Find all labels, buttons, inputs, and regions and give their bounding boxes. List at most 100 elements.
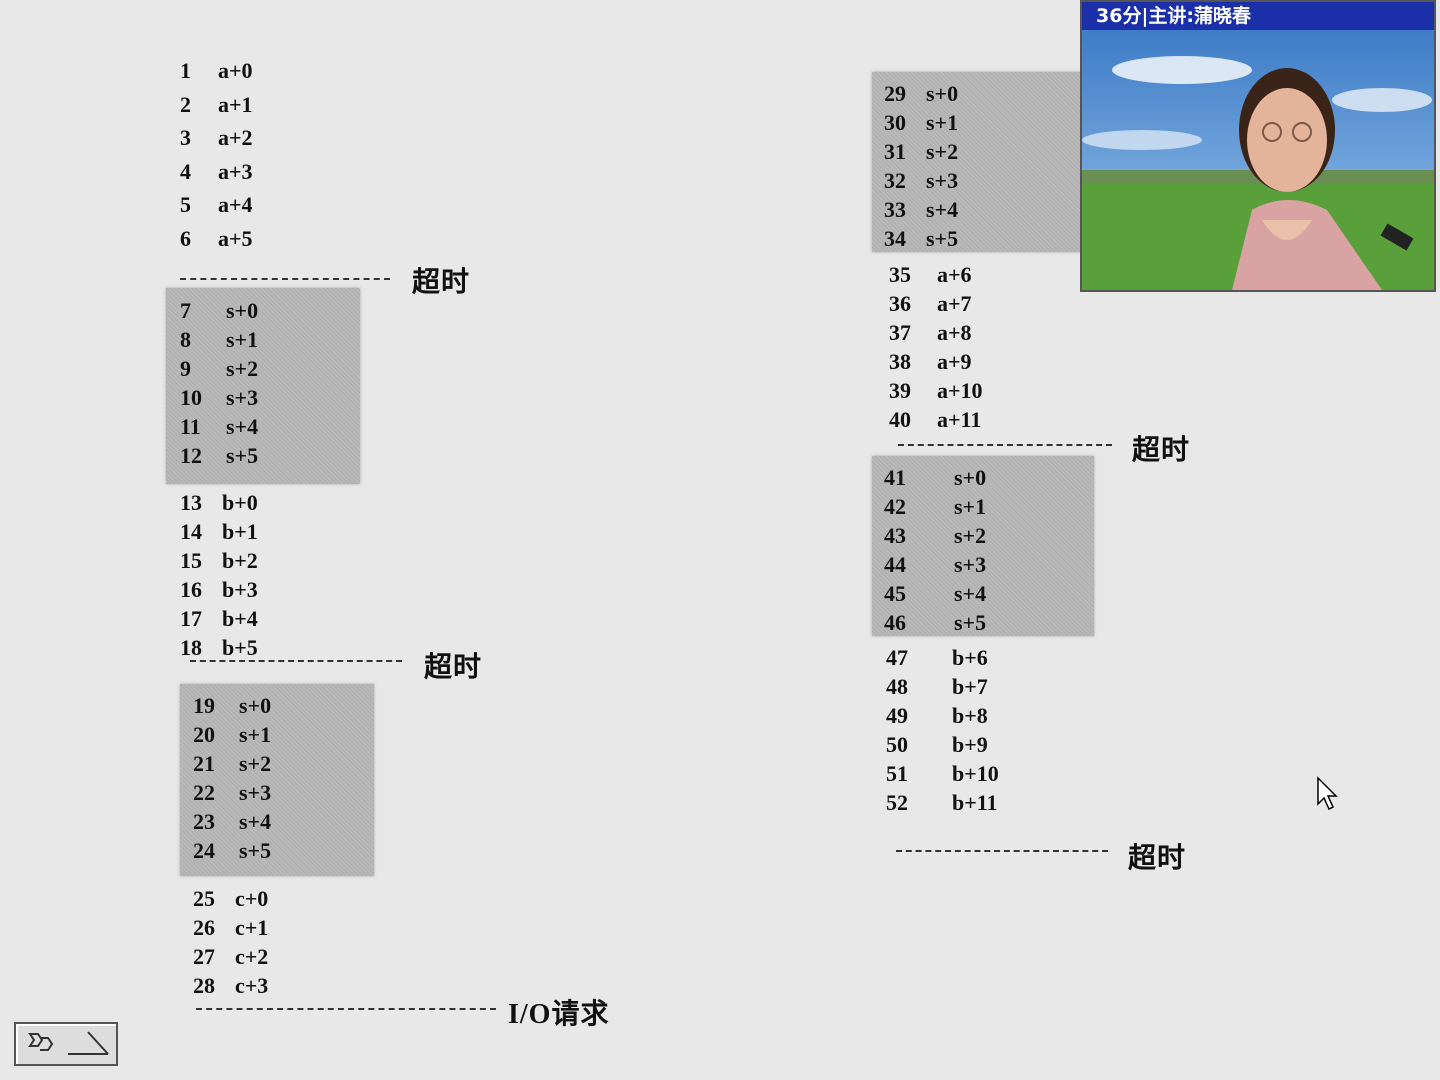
timeout-label-4: 超时: [1128, 841, 1187, 874]
timeout-label-1: 超时: [412, 265, 471, 298]
page-address: b+2: [222, 548, 258, 573]
page-address: s+2: [239, 751, 272, 776]
sequence-number: 9: [180, 356, 191, 381]
timeout-divider-1: [180, 278, 390, 280]
sequence-number: 52: [886, 790, 908, 815]
page-address: s+3: [926, 168, 959, 193]
sequence-number: 11: [180, 414, 201, 439]
sequence-number: 32: [884, 168, 906, 193]
sequence-number: 38: [889, 349, 911, 374]
io-request-divider: [196, 1008, 496, 1010]
sequence-number: 34: [884, 226, 906, 251]
page-address: a+6: [937, 262, 972, 287]
page-address: s+0: [926, 81, 959, 106]
sequence-number: 13: [180, 490, 202, 515]
sequence-number: 39: [889, 378, 911, 403]
sequence-number: 40: [889, 407, 911, 432]
sequence-number: 20: [193, 722, 215, 747]
sequence-number: 14: [180, 519, 202, 544]
page-address: b+5: [222, 635, 258, 660]
video-title: 36分|主讲:蒲晓春: [1082, 2, 1434, 30]
page-address: a+5: [218, 226, 253, 251]
slide-nav-icon: [28, 1031, 109, 1055]
sequence-number: 5: [180, 192, 191, 217]
sequence-number: 26: [193, 915, 215, 940]
page-address: s+0: [239, 693, 272, 718]
timeout-divider-2: [190, 660, 402, 662]
page-address: s+4: [226, 414, 259, 439]
page-address: s+5: [926, 226, 959, 251]
timeout-label-2: 超时: [424, 650, 483, 683]
lecturer-video-panel: 36分|主讲:蒲晓春: [1080, 0, 1436, 292]
io-request-label: I/O请求: [508, 999, 610, 1030]
page-address: a+7: [937, 291, 972, 316]
sequence-number: 2: [180, 92, 191, 117]
page-address: a+11: [937, 407, 982, 432]
page-address: s+2: [926, 139, 959, 164]
page-address: s+0: [954, 465, 987, 490]
sequence-number: 8: [180, 327, 191, 352]
sequence-number: 25: [193, 886, 215, 911]
page-address: s+4: [239, 809, 272, 834]
shaded-block-s-3: [872, 72, 1082, 252]
sequence-number: 24: [193, 838, 215, 863]
timeout-divider-3: [898, 444, 1112, 446]
page-address: s+3: [954, 552, 987, 577]
page-address: c+0: [235, 886, 269, 911]
page-address: b+1: [222, 519, 258, 544]
page-address: a+8: [937, 320, 972, 345]
page-address: a+4: [218, 192, 253, 217]
page-address: b+4: [222, 606, 258, 631]
sequence-number: 1: [180, 58, 191, 83]
page-address: b+10: [952, 761, 999, 786]
page-address: b+3: [222, 577, 258, 602]
page-address: c+2: [235, 944, 269, 969]
page-address: a+9: [937, 349, 972, 374]
page-address: s+1: [926, 110, 959, 135]
sequence-number: 48: [886, 674, 908, 699]
page-address: b+0: [222, 490, 258, 515]
page-address: s+1: [954, 494, 987, 519]
page-address: s+1: [226, 327, 259, 352]
page-address: s+2: [226, 356, 259, 381]
sequence-number: 46: [884, 610, 906, 635]
sequence-number: 21: [193, 751, 215, 776]
timeout-label-3: 超时: [1132, 433, 1191, 466]
page-address: b+7: [952, 674, 988, 699]
sequence-number: 31: [884, 139, 906, 164]
page-address: b+6: [952, 645, 988, 670]
page-address: a+0: [218, 58, 253, 83]
page-address: a+1: [218, 92, 253, 117]
sequence-number: 29: [884, 81, 906, 106]
mouse-cursor-icon: [1316, 776, 1340, 816]
shaded-block-s-2: [180, 684, 374, 876]
page-address: c+1: [235, 915, 269, 940]
sequence-number: 33: [884, 197, 906, 222]
lecturer-image: [1082, 30, 1434, 290]
sequence-number: 23: [193, 809, 215, 834]
sequence-number: 45: [884, 581, 906, 606]
sequence-number: 41: [884, 465, 906, 490]
shaded-block-s-4: [872, 456, 1094, 636]
sequence-number: 12: [180, 443, 202, 468]
page-address: b+9: [952, 732, 988, 757]
page-address: b+11: [952, 790, 998, 815]
sequence-number: 16: [180, 577, 202, 602]
sequence-number: 17: [180, 606, 202, 631]
page-address: s+5: [226, 443, 259, 468]
page-address: s+5: [954, 610, 987, 635]
sequence-number: 44: [884, 552, 906, 577]
sequence-number: 36: [889, 291, 911, 316]
sequence-number: 35: [889, 262, 911, 287]
sequence-number: 27: [193, 944, 215, 969]
sequence-number: 49: [886, 703, 908, 728]
page-address: c+3: [235, 973, 269, 998]
page-address: a+10: [937, 378, 983, 403]
shaded-block-s-1: [166, 288, 360, 484]
slide-nav-button[interactable]: [14, 1022, 118, 1066]
timeout-divider-4: [896, 850, 1108, 852]
sequence-number: 4: [180, 159, 191, 184]
page-address: s+2: [954, 523, 987, 548]
page-address: s+4: [954, 581, 987, 606]
sequence-number: 50: [886, 732, 908, 757]
